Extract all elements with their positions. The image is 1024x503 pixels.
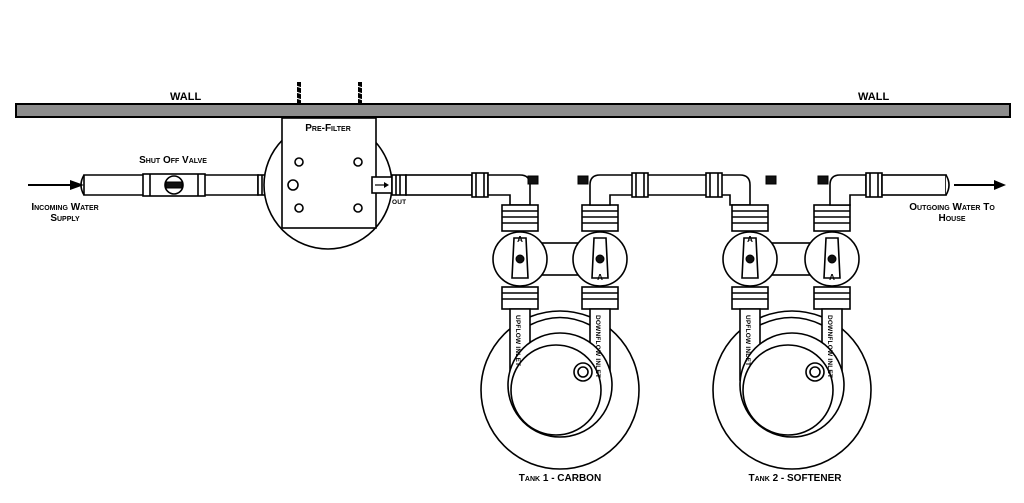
tank2-downflow-label: DOWNFLOW INLET [826, 315, 833, 378]
wall-label-right: WALL [858, 91, 889, 103]
tank1-valve-right-label: A [597, 273, 603, 282]
incoming-label-line2: Supply [50, 213, 80, 224]
tank1-fitting-left-top [501, 204, 539, 232]
tank2-fitting-left-bottom [731, 286, 769, 310]
wall-label-left: WALL [170, 91, 201, 103]
outgoing-arrow [954, 180, 1006, 190]
pre-filter [263, 117, 393, 250]
shut-off-valve-label: Shut Off Valve [139, 155, 207, 166]
outgoing-pipe [817, 172, 950, 206]
tank1-upflow-label: UPFLOW INLET [514, 315, 521, 366]
tank2-upflow-label: UPFLOW INLET [744, 315, 751, 366]
pipe-tank1-to-tank2 [577, 172, 777, 206]
tank2-fitting-right-bottom [813, 286, 851, 310]
prefilter-outlet-fitting: OUT [371, 174, 407, 206]
wall: WALL WALL [15, 91, 1011, 118]
incoming-label-line1: Incoming Water [31, 202, 98, 213]
outgoing-label-line1: Outgoing Water To [909, 202, 995, 213]
pipe-prefilter-to-tank1 [405, 172, 539, 206]
tank2-label: Tank 2 - SOFTENER [749, 473, 843, 484]
tank1-downflow-label: DOWNFLOW INLET [594, 315, 601, 378]
tank2-fitting-right-top [813, 204, 851, 232]
tank1-fitting-left-bottom [501, 286, 539, 310]
incoming-arrow [28, 180, 84, 190]
tank1-fitting-right-bottom [581, 286, 619, 310]
tank1-valve-left-label: A [517, 235, 523, 244]
tank2-valve-left-label: A [747, 235, 753, 244]
tank2-group: A A UPFLOW INLET DOWNFLOW INLET [712, 204, 872, 470]
outgoing-label-line2: House [938, 213, 965, 224]
prefilter-out-label: OUT [392, 199, 406, 206]
wall-screw-right [356, 82, 364, 104]
tank2-valve-right-label: A [829, 273, 835, 282]
pre-filter-label: Pre-Filter [305, 123, 351, 134]
tank1-label: Tank 1 - CARBON [519, 473, 601, 484]
wall-screw-left [295, 82, 303, 104]
tank2-fitting-left-top [731, 204, 769, 232]
tank1-fitting-right-top [581, 204, 619, 232]
tank1-group: A A UPFLOW INLET DOWNFLOW INLET [480, 204, 640, 470]
shut-off-valve [142, 173, 206, 197]
